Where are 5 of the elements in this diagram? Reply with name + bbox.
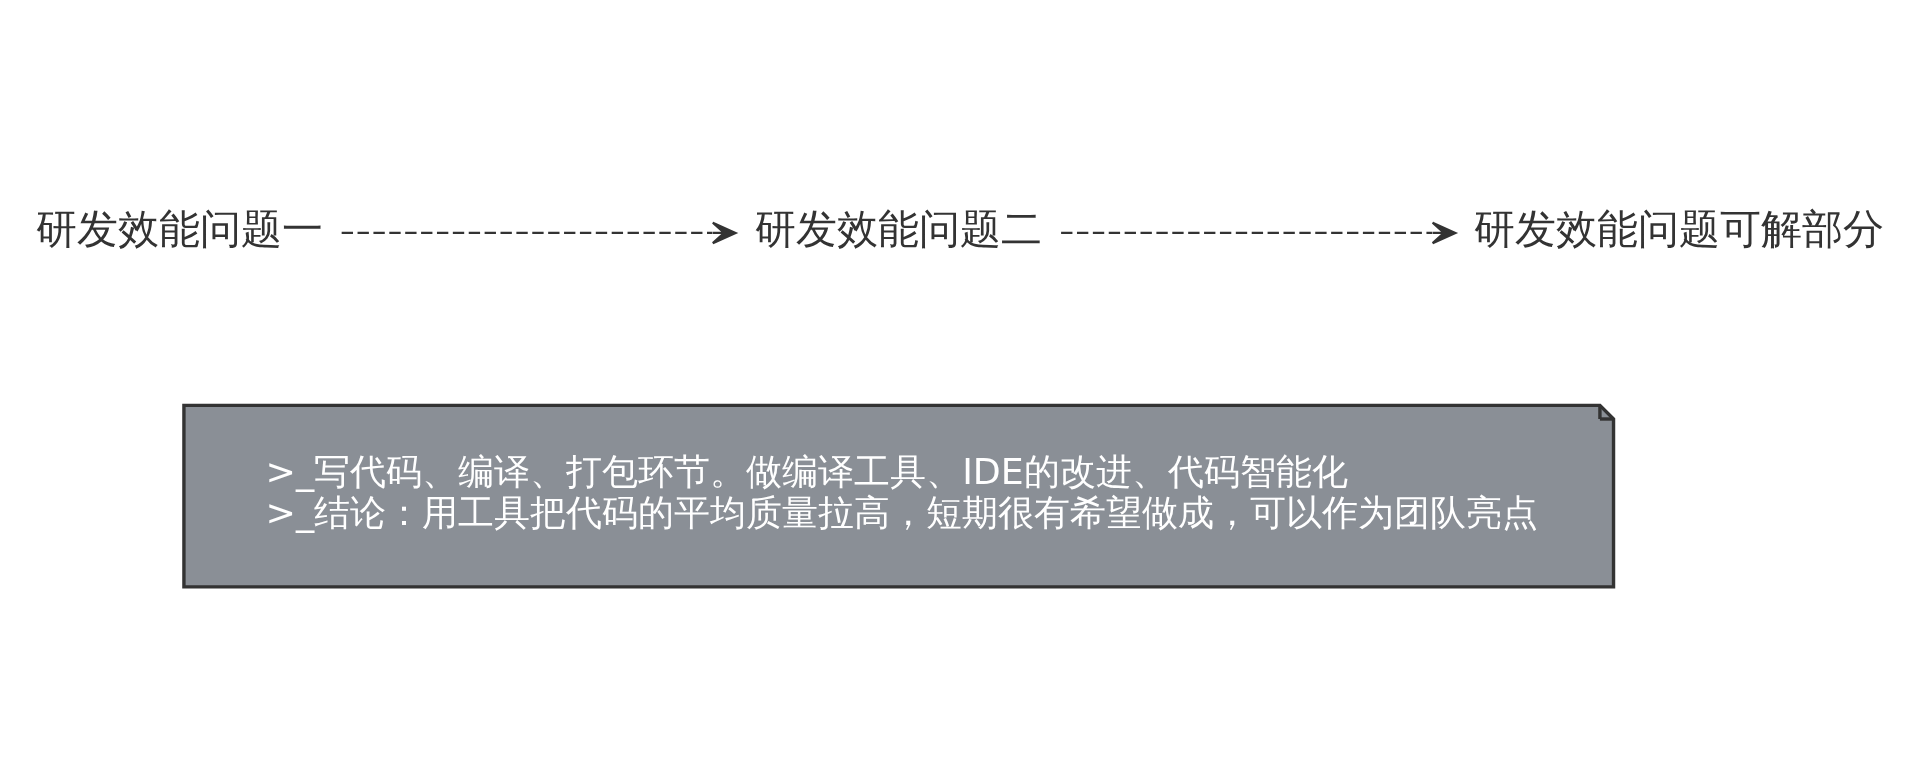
node-text: 研发效能问题可解部分 xyxy=(1474,204,1885,253)
arrow xyxy=(1061,221,1457,244)
node-text: 研发效能问题二 xyxy=(755,204,1043,253)
arrow xyxy=(341,221,737,244)
node-text: 研发效能问题一 xyxy=(35,204,323,253)
